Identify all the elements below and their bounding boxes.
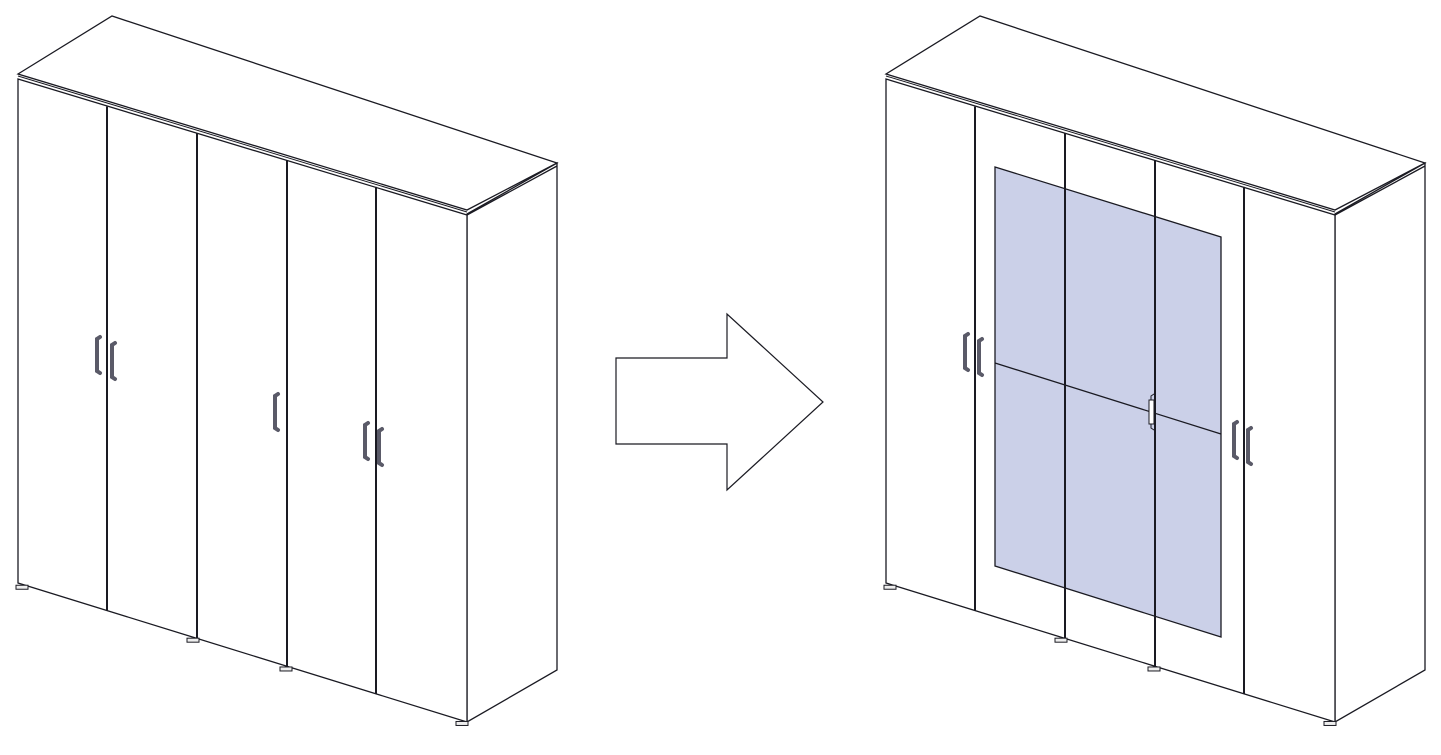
foot [186, 637, 200, 643]
foot [1323, 720, 1337, 726]
top-panel [884, 15, 1427, 211]
side-panel [1334, 161, 1426, 724]
door-handle-icon [1246, 426, 1253, 466]
foot [1147, 666, 1161, 672]
glass-panel [994, 166, 1222, 638]
door-handle-icon [963, 332, 970, 372]
wardrobe-before [15, 15, 559, 726]
door-handle-icon [110, 341, 117, 381]
top-edge [466, 165, 558, 216]
top-panel [16, 15, 559, 211]
top-slab-line [17, 75, 468, 213]
door-handle-icon [273, 392, 280, 432]
door-handle-icon [363, 421, 370, 461]
door-handle-icon [1148, 399, 1155, 425]
glass-divider [994, 362, 1222, 435]
door-handle-icon [95, 335, 102, 375]
top-slab-line [885, 75, 1336, 213]
foot [15, 584, 29, 590]
arrow-right-icon [615, 312, 824, 492]
door-handle-icon [377, 427, 384, 467]
side-panel [466, 161, 558, 724]
foot [455, 720, 469, 726]
wardrobe-after [883, 15, 1427, 726]
foot [279, 666, 293, 672]
door-handle-icon [977, 337, 984, 377]
foot [1054, 637, 1068, 643]
foot [883, 584, 897, 590]
top-edge [1334, 165, 1426, 216]
door-handle-icon [1232, 420, 1239, 460]
